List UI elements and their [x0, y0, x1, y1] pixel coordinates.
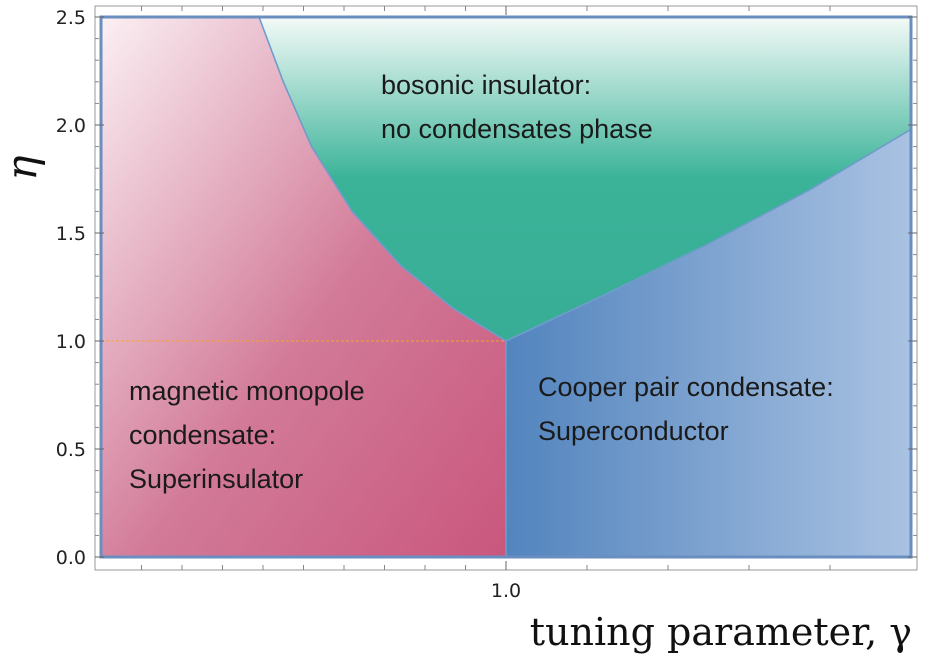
region-label-line: condensate:: [129, 420, 276, 450]
y-tick-label: 2.5: [56, 7, 86, 29]
y-axis-title: η: [0, 155, 46, 180]
x-tick-label: 1.0: [491, 580, 521, 602]
region-label-line: magnetic monopole: [129, 376, 365, 406]
labels-layer: 0.0 0.5 1.0 1.5 2.0 2.5 1.0 tuning parameter, γ…: [0, 7, 912, 654]
region-label-superinsulator: magnetic monopole condensate: Superinsulat…: [129, 376, 365, 494]
insulator-region: [259, 17, 911, 341]
y-tick-label: 1.0: [56, 331, 86, 353]
boundary-insulator-superconductor: [505, 128, 912, 342]
region-label-line: no condensates phase: [381, 114, 653, 144]
region-label-line: Superinsulator: [129, 464, 303, 494]
boundaries-layer: [101, 16, 912, 557]
region-label-superconductor: Cooper pair condensate: Superconductor: [538, 372, 834, 446]
y-tick-label: 0.5: [56, 439, 86, 461]
region-label-insulator: bosonic insulator: no condensates phase: [381, 70, 653, 144]
x-axis-title: tuning parameter, γ: [530, 610, 912, 654]
y-tick-label: 1.5: [56, 223, 86, 245]
y-tick-label: 2.0: [56, 115, 86, 137]
axes-layer: [94, 5, 918, 571]
plot-frame: [99, 15, 913, 559]
region-label-line: bosonic insulator:: [381, 70, 591, 100]
region-label-line: Cooper pair condensate:: [538, 372, 834, 402]
superinsulator-region: [101, 17, 506, 557]
y-tick-label: 0.0: [56, 547, 86, 569]
regions-layer: [101, 17, 911, 558]
superconductor-region: [506, 129, 911, 558]
region-label-line: Superconductor: [538, 416, 729, 446]
boundary-superinsulator-insulator: [258, 16, 507, 342]
